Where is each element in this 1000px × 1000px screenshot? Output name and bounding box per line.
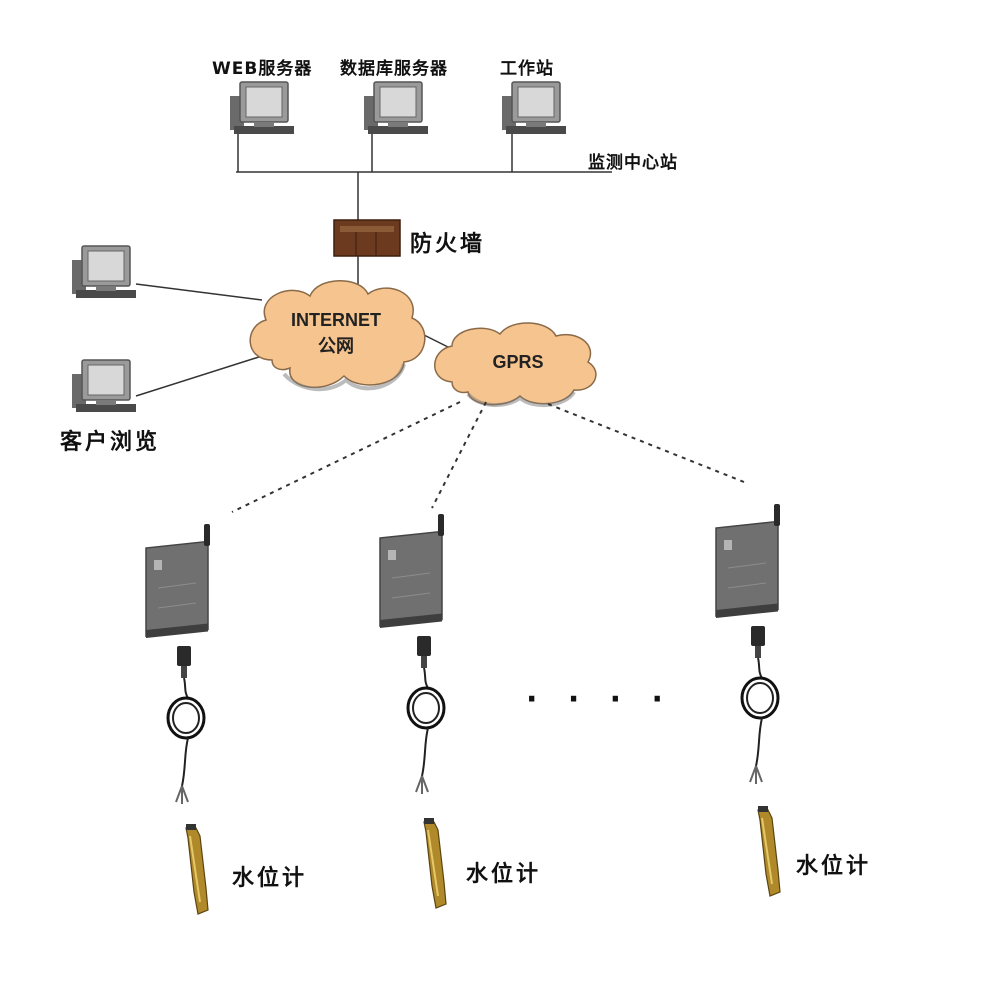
water-level-probe-icon [757, 805, 781, 897]
gprs-terminal-icon [715, 503, 781, 619]
more-terminals-ellipsis: · · · · [526, 682, 673, 717]
water-level-gauge-label: 水位计 [466, 862, 542, 887]
database-server-label: 数据库服务器 [340, 59, 448, 79]
water-level-probe-icon [185, 823, 209, 915]
wireless-links [231, 401, 745, 513]
water-level-probe-icon [423, 817, 447, 909]
client-computer-icon [71, 245, 137, 299]
firewall-label: 防火墙 [410, 232, 486, 257]
web-server-label: WEB服务器 [212, 59, 313, 79]
gprs-label: GPRS [492, 352, 544, 372]
monitoring-center-label: 监测中心站 [588, 153, 678, 173]
internet-label: INTERNET [291, 310, 381, 330]
internet-cloud-icon [249, 280, 426, 392]
firewall-icon [333, 219, 401, 257]
gprs-terminal-icon [145, 523, 211, 639]
workstation-computer-icon [501, 81, 567, 135]
sensor-cable-icon [740, 624, 780, 786]
water-level-gauge-label: 水位计 [796, 854, 872, 879]
client-link [135, 355, 263, 397]
gprs-terminal-icon [379, 513, 445, 629]
sensor-cable-icon [166, 644, 206, 806]
gprs-cloud-icon [434, 322, 597, 408]
database-server-computer-icon [363, 81, 429, 135]
web-server-computer-icon [229, 81, 295, 135]
client-link [135, 283, 263, 301]
workstation-label: 工作站 [500, 59, 554, 79]
water-level-gauge-label: 水位计 [232, 866, 308, 891]
center-station-bus [236, 134, 612, 220]
client-computer-icon [71, 359, 137, 413]
client-browse-label: 客户浏览 [60, 430, 161, 455]
sensor-cable-icon [406, 634, 446, 796]
public-network-label: 公网 [318, 336, 354, 356]
